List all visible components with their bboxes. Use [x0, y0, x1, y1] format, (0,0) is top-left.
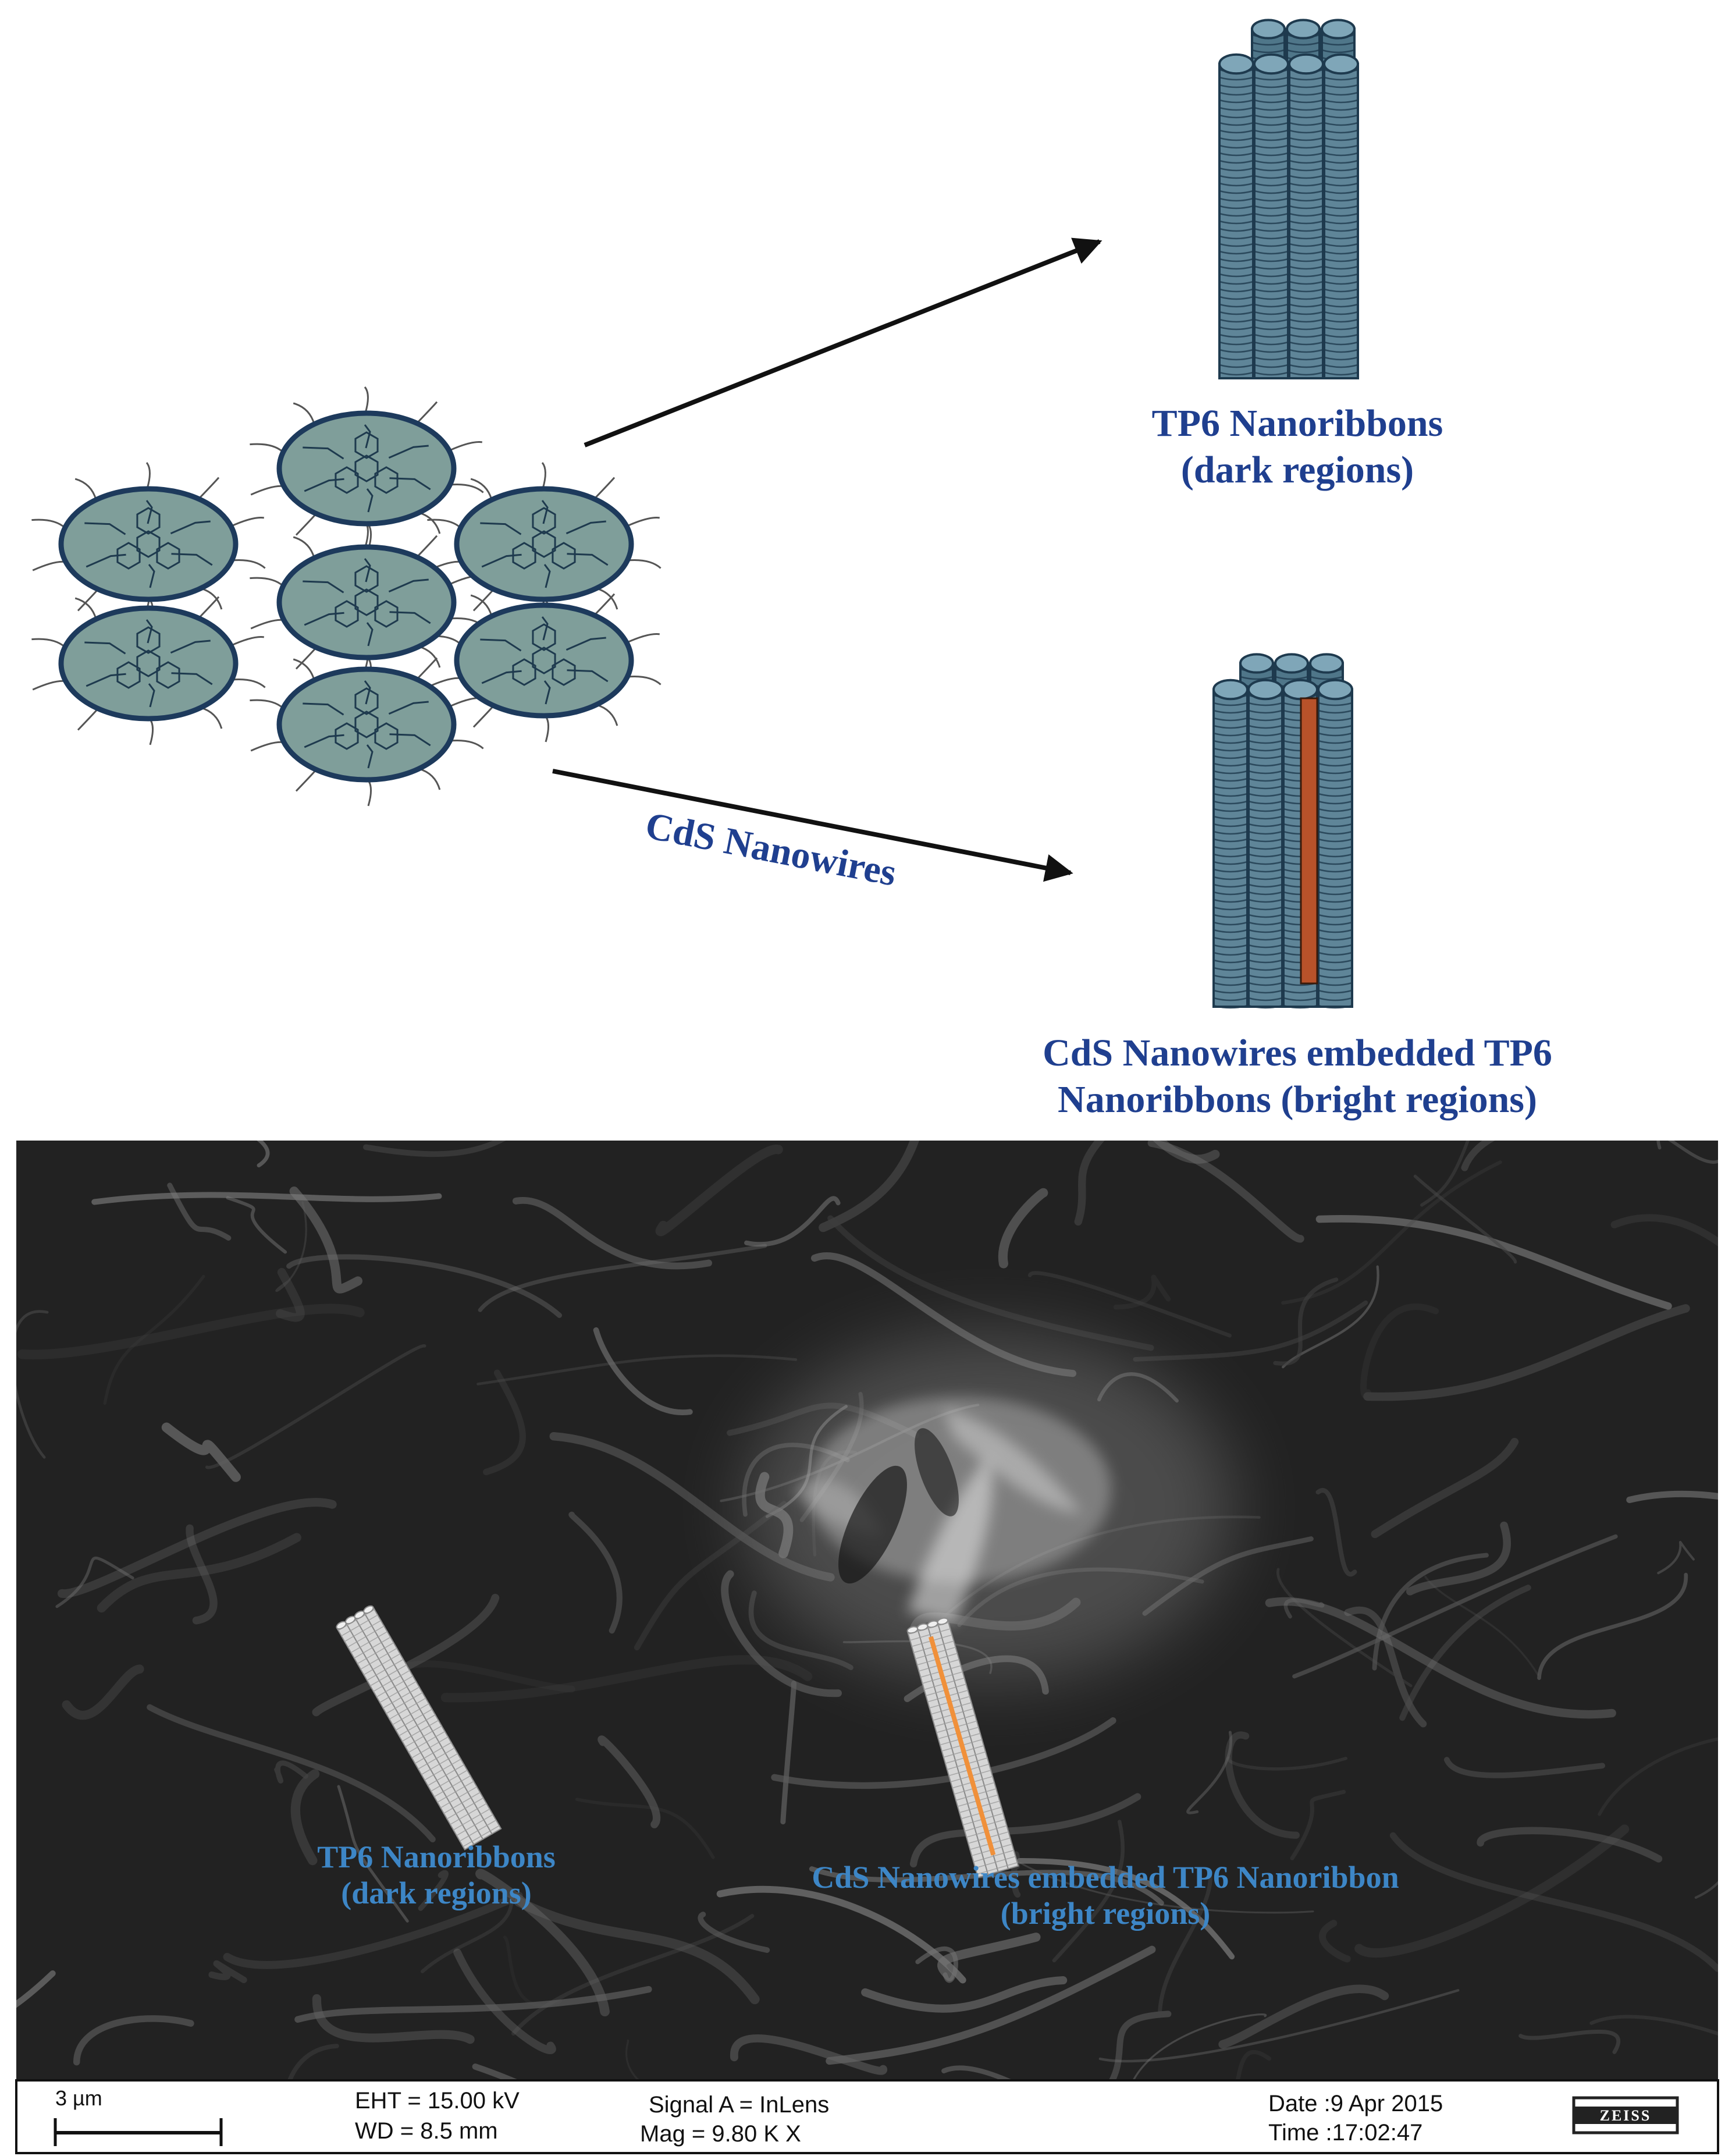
molecular-assembly	[31, 386, 661, 807]
arrow-to-nanoribbons	[584, 237, 1102, 447]
sem-embedded-nanoribbon-icon	[906, 1617, 1019, 1878]
sem-nanoribbons-label: TP6 Nanoribbons (dark regions)	[250, 1839, 623, 1911]
sem-nanoribbons-label-line2: (dark regions)	[341, 1876, 532, 1910]
sem-micrograph	[16, 1141, 1718, 2080]
time-value: Time :17:02:47	[1268, 2120, 1423, 2146]
wd-value: WD = 8.5 mm	[355, 2118, 498, 2144]
mag-value: Mag = 9.80 K X	[640, 2121, 801, 2147]
embedded-nanoribbons-label-line1: CdS Nanowires embedded TP6	[1043, 1032, 1552, 1074]
scale-bar-label: 3 µm	[55, 2086, 102, 2110]
sem-embedded-label-line2: (bright regions)	[1000, 1896, 1211, 1931]
embedded-nanoribbons-label: CdS Nanowires embedded TP6 Nanoribbons (…	[919, 1030, 1676, 1123]
embedded-nanoribbons-label-line2: Nanoribbons (bright regions)	[1058, 1078, 1537, 1121]
nanoribbon-stack-icon	[1218, 19, 1359, 379]
sem-info-bar: ZEISS	[15, 2079, 1719, 2154]
sem-nanoribbon-icon	[336, 1605, 502, 1850]
embedded-nanoribbon-stack-icon	[1212, 653, 1353, 1009]
arrow-to-embedded-nanoribbons	[552, 769, 1073, 882]
zeiss-logo: ZEISS	[1572, 2096, 1679, 2134]
date-value: Date :9 Apr 2015	[1268, 2091, 1443, 2116]
signal-value: Signal A = InLens	[649, 2092, 830, 2118]
nanoribbons-label: TP6 Nanoribbons (dark regions)	[1041, 400, 1553, 493]
svg-text:ZEISS: ZEISS	[1600, 2107, 1652, 2124]
sem-nanoribbons-label-line1: TP6 Nanoribbons	[317, 1839, 556, 1874]
nanoribbons-label-line2: (dark regions)	[1180, 449, 1414, 491]
eht-value: EHT = 15.00 kV	[355, 2088, 520, 2114]
sem-embedded-label: CdS Nanowires embedded TP6 Nanoribbon (b…	[803, 1859, 1408, 1931]
sem-embedded-label-line1: CdS Nanowires embedded TP6 Nanoribbon	[812, 1860, 1399, 1895]
nanoribbons-label-line1: TP6 Nanoribbons	[1151, 402, 1443, 445]
